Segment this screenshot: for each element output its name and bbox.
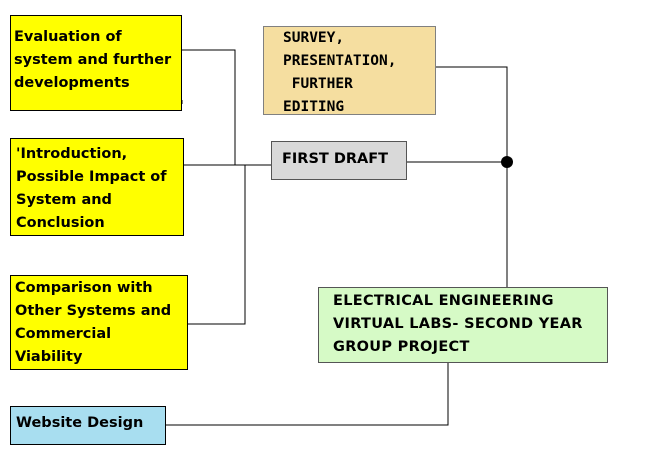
node-introduction-line-1: 'Introduction, — [16, 146, 128, 162]
node-project-line-2: VIRTUAL LABS- SECOND YEAR — [333, 316, 583, 332]
connector-website-project — [166, 363, 449, 426]
node-comparison: Comparison with Other Systems and Commer… — [10, 275, 188, 370]
node-evaluation-line-1: Evaluation of — [14, 29, 122, 45]
node-survey-line-2: PRESENTATION, — [283, 53, 397, 69]
connector-evaluation — [182, 49, 236, 165]
node-survey-line-1: SURVEY, — [283, 30, 345, 46]
node-introduction-line-4: Conclusion — [16, 215, 105, 231]
node-comparison-line-2: Other Systems and — [15, 303, 172, 319]
node-introduction-line-3: System and — [16, 192, 112, 208]
node-introduction: 'Introduction, Possible Impact of System… — [10, 138, 184, 236]
node-comparison-line-1: Comparison with — [15, 280, 153, 296]
node-evaluation-line-2: system and further — [14, 52, 172, 68]
node-introduction-line-2: Possible Impact of — [16, 169, 167, 185]
node-survey-line-4: EDITING — [283, 99, 345, 115]
connector-survey-junction — [436, 66, 508, 162]
node-survey: SURVEY, PRESENTATION, FURTHER EDITING — [263, 26, 436, 115]
node-first-draft: FIRST DRAFT — [271, 141, 407, 180]
node-comparison-line-4: Viability — [15, 349, 83, 365]
node-evaluation-line-3: developments — [14, 75, 130, 91]
junction-dot — [501, 156, 513, 168]
connector-comparison — [188, 165, 246, 325]
node-survey-line-3: FURTHER — [283, 76, 353, 92]
node-first-draft-label: FIRST DRAFT — [282, 151, 389, 167]
node-project-line-1: ELECTRICAL ENGINEERING — [333, 293, 554, 309]
node-website-design: Website Design — [10, 406, 166, 445]
node-website-design-label: Website Design — [16, 415, 144, 431]
node-project-line-3: GROUP PROJECT — [333, 339, 470, 355]
node-comparison-line-3: Commercial — [15, 326, 112, 342]
node-project: ELECTRICAL ENGINEERING VIRTUAL LABS- SEC… — [318, 287, 608, 363]
node-evaluation: Evaluation of system and further develop… — [10, 15, 182, 111]
